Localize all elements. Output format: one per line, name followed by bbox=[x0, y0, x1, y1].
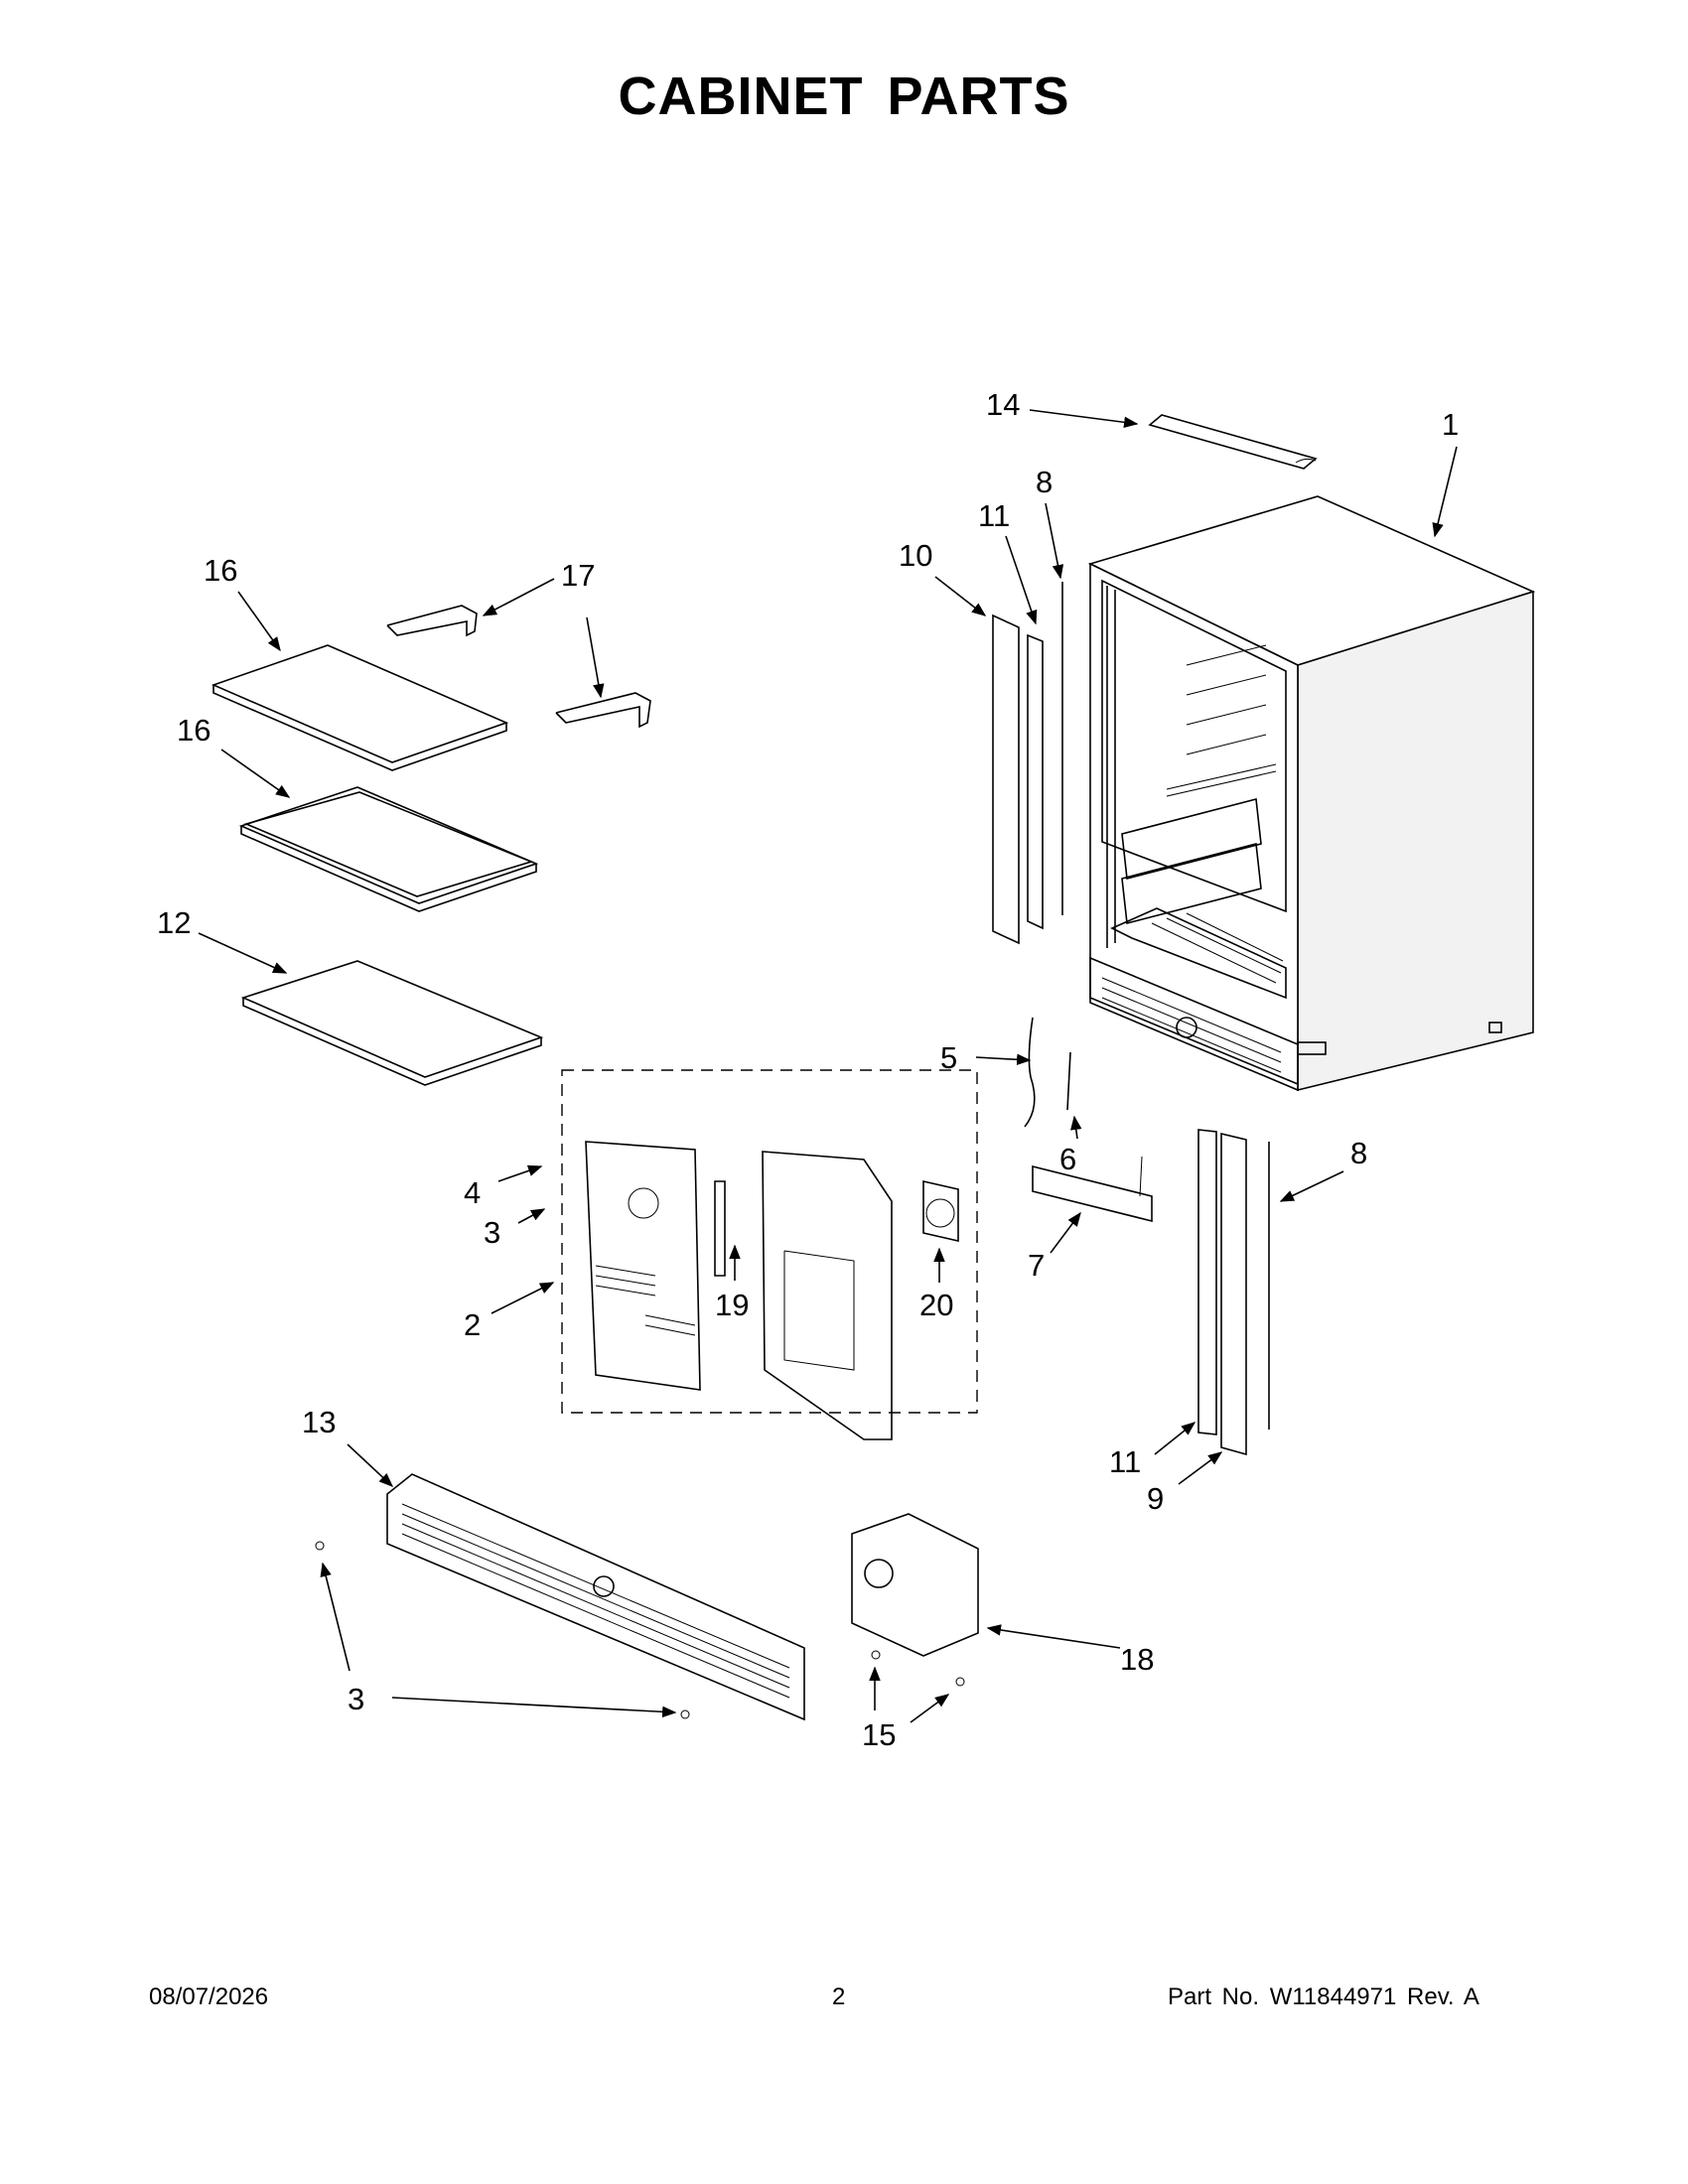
callout-6: 6 bbox=[1059, 1142, 1076, 1176]
evaporator-assembly-box bbox=[561, 1069, 978, 1414]
callout-3-box: 3 bbox=[484, 1215, 500, 1250]
base-grille-slots bbox=[401, 1503, 790, 1699]
callout-16-middle: 16 bbox=[177, 713, 211, 748]
callout-18: 18 bbox=[1120, 1642, 1154, 1677]
shelf-bracket-top-drawing bbox=[386, 605, 478, 637]
cabinet-drawing bbox=[1087, 495, 1536, 1092]
callout-9: 9 bbox=[1147, 1481, 1164, 1516]
right-door-seal-drawing bbox=[1197, 1129, 1217, 1435]
evaporator-drawing bbox=[762, 1151, 893, 1440]
hinge-cover-drawing bbox=[992, 614, 1020, 945]
evaporator-cover-vents bbox=[595, 1187, 696, 1336]
right-hinge-cover-drawing bbox=[1220, 1132, 1247, 1456]
heater-drawing bbox=[714, 1180, 726, 1277]
footer-date: 08/07/2026 bbox=[149, 1983, 269, 2010]
base-grille-drawing bbox=[386, 1473, 805, 1721]
callout-14: 14 bbox=[986, 387, 1020, 422]
callout-13: 13 bbox=[302, 1405, 336, 1439]
callout-15: 15 bbox=[862, 1717, 896, 1752]
callout-8-top: 8 bbox=[1036, 465, 1053, 499]
footer-part-number: Part No. W11844971 Rev. A bbox=[1168, 1983, 1479, 2010]
cabinet-rack-lines bbox=[1166, 644, 1277, 797]
callout-labels: 14 1 8 11 10 16 17 16 12 5 6 8 4 3 2 19 … bbox=[157, 387, 1459, 1752]
callout-16-top: 16 bbox=[204, 553, 237, 588]
callout-arrows bbox=[198, 409, 1458, 1723]
fan-motor-drawing bbox=[922, 1179, 959, 1243]
callout-11-bottom: 11 bbox=[1109, 1444, 1141, 1479]
shelf-top-drawing bbox=[211, 644, 509, 763]
cabinet-floor-grid bbox=[1151, 912, 1284, 984]
door-seal-strip-drawing bbox=[1027, 633, 1044, 930]
evaporator-cover-drawing bbox=[585, 1141, 701, 1391]
drain-pan-drawing bbox=[851, 1513, 979, 1657]
shelf-bracket-bottom-drawing bbox=[555, 692, 651, 729]
page-title: CABINET PARTS bbox=[618, 67, 1070, 126]
callout-2: 2 bbox=[464, 1307, 481, 1342]
callout-3-bottom: 3 bbox=[348, 1682, 364, 1716]
shelf-bottom-drawing bbox=[240, 960, 544, 1078]
callout-20: 20 bbox=[919, 1288, 953, 1322]
callout-8-right: 8 bbox=[1350, 1136, 1367, 1170]
callout-10: 10 bbox=[899, 538, 932, 573]
footer-page-number: 2 bbox=[832, 1983, 846, 2010]
top-trim-drawing bbox=[1148, 414, 1318, 470]
drain-trough-drawing bbox=[1032, 1164, 1153, 1223]
cabinet-front-vents bbox=[1101, 977, 1282, 1073]
callout-17: 17 bbox=[561, 558, 595, 593]
callout-11-top: 11 bbox=[978, 498, 1010, 533]
callout-19: 19 bbox=[715, 1288, 749, 1322]
callout-1: 1 bbox=[1442, 407, 1459, 442]
callout-5: 5 bbox=[940, 1040, 957, 1075]
callout-7: 7 bbox=[1028, 1248, 1045, 1283]
callout-12: 12 bbox=[157, 905, 191, 940]
sensor-wire-drawing bbox=[1066, 1051, 1071, 1111]
callout-4: 4 bbox=[464, 1175, 481, 1210]
thermistor-drawing bbox=[1024, 1017, 1036, 1128]
top-trim-wire bbox=[1295, 458, 1317, 464]
